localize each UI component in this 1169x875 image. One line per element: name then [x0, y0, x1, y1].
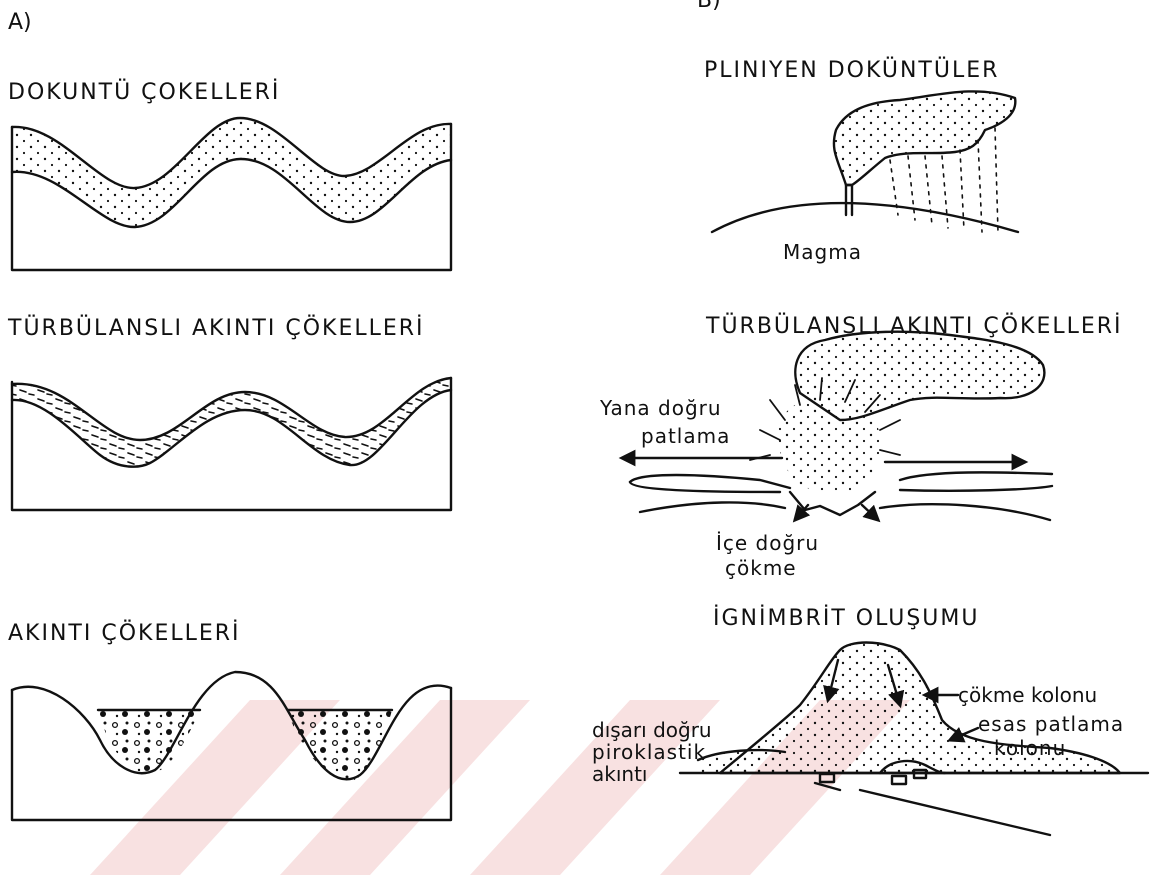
b2-lateral-blast: [622, 332, 1052, 520]
a3-flow-deposit-box: [12, 672, 451, 820]
a1-fall-deposit-box: [12, 118, 451, 270]
a2-surge-deposit-box: [12, 378, 451, 510]
b1-plinian-column: [712, 91, 1018, 232]
b3-ignimbrite-column: [680, 643, 1148, 836]
